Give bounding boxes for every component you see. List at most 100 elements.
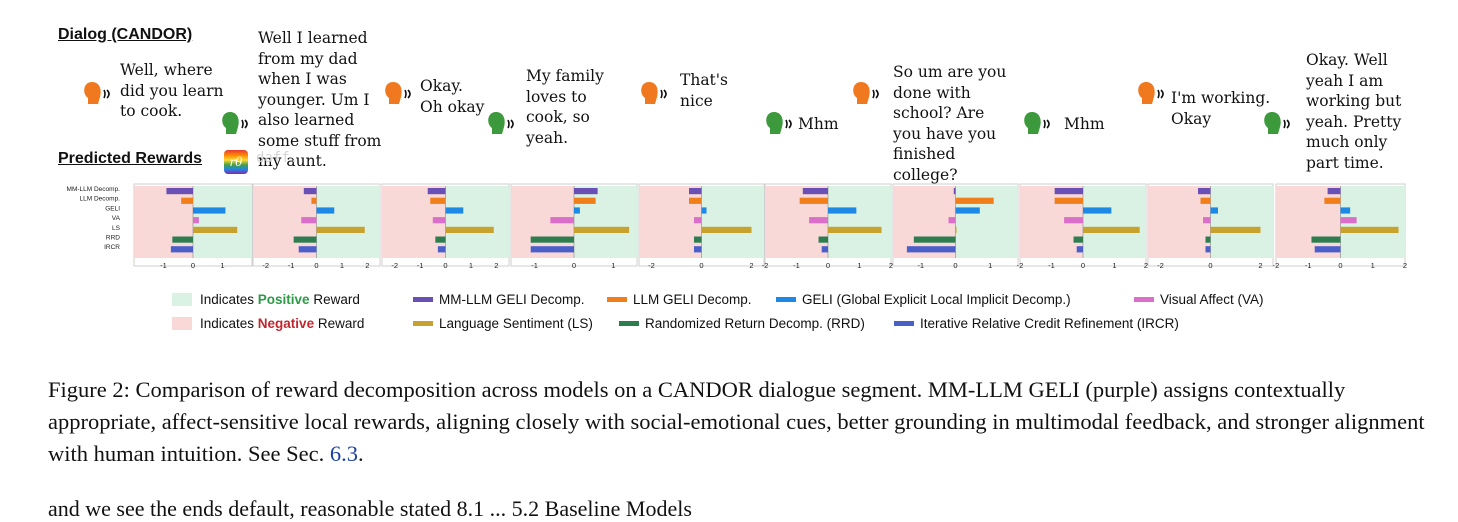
bar (809, 217, 828, 224)
positive-region (1210, 186, 1273, 258)
bar (1203, 217, 1211, 224)
utterance-text: Well I learned from my dad when I was yo… (258, 29, 382, 170)
bar (799, 197, 828, 204)
legend-negative: Indicates Negative Reward (172, 315, 364, 332)
bar (574, 188, 598, 195)
sound-wave (106, 89, 110, 99)
legend-swatch (413, 296, 433, 302)
bar (694, 246, 702, 253)
tick-label: -2 (1273, 261, 1280, 270)
bar (550, 217, 574, 224)
category-label: LS (112, 225, 121, 232)
sound-wave (404, 89, 407, 99)
speaker-icon (641, 82, 667, 104)
speaker-icon (1138, 82, 1164, 104)
legend-label: Randomized Return Decomp. (RRD) (645, 316, 865, 331)
bar (1083, 226, 1140, 233)
speaker-icon (222, 112, 248, 134)
dialog-heading: Dialog (CANDOR) (58, 26, 193, 43)
bar (1210, 226, 1261, 233)
tick-label: 1 (469, 261, 473, 270)
bar (1200, 197, 1211, 204)
positive-region (828, 186, 891, 258)
tick-label: 1 (1371, 261, 1375, 270)
bar (1205, 236, 1211, 243)
utterance-text: Okay. Oh okay (420, 77, 485, 116)
negative-swatch (172, 316, 192, 330)
bar (430, 197, 446, 204)
positive-region (316, 186, 380, 258)
reward-icon: rθ (224, 150, 248, 174)
section-ref-link[interactable]: 6.3 (329, 441, 358, 466)
legend-label: Language Sentiment (LS) (439, 316, 593, 331)
bar (821, 246, 828, 253)
sound-wave (872, 89, 875, 99)
bar (1076, 246, 1083, 253)
bar (172, 236, 193, 243)
bar (166, 188, 193, 195)
speaker-head (84, 82, 101, 104)
speaker-head (1138, 82, 1155, 104)
bar (1311, 236, 1341, 243)
bar (828, 207, 857, 214)
bar (316, 226, 365, 233)
tick-label: -2 (262, 261, 269, 270)
bar (316, 207, 335, 214)
sound-wave (663, 89, 667, 99)
speaker-head (641, 82, 658, 104)
tick-label: 1 (611, 261, 615, 270)
tick-label: 0 (699, 261, 703, 270)
cut-off-body-text: and we see the ends default, reasonable … (48, 496, 692, 521)
bar (193, 226, 238, 233)
utterance-text: Okay. Well yeah I am working but yeah. P… (1306, 51, 1402, 172)
bar (689, 188, 702, 195)
bar (530, 236, 574, 243)
legend-negative-suffix: Reward (314, 316, 365, 331)
bar (955, 197, 994, 204)
bar (1054, 188, 1083, 195)
category-label: LLM Decomp. (80, 196, 121, 203)
tick-label: 1 (340, 261, 344, 270)
sound-wave (103, 89, 106, 99)
positive-region (701, 186, 764, 258)
category-label: RRD (106, 235, 120, 242)
legend-positive-prefix: Indicates (200, 292, 258, 307)
bar (694, 236, 702, 243)
tick-label: -1 (1048, 261, 1055, 270)
utterance-text: My family loves to cook, so yeah. (526, 67, 604, 147)
legend-negative-prefix: Indicates (200, 316, 258, 331)
tick-label: 0 (314, 261, 318, 270)
tick-label: 0 (1081, 261, 1085, 270)
legend-swatch (413, 320, 433, 326)
positive-region (955, 186, 1018, 258)
predicted-rewards-heading: Predicted Rewards (58, 150, 203, 167)
tick-label: 1 (220, 261, 224, 270)
tick-label: -2 (762, 261, 769, 270)
bar (530, 246, 574, 253)
legend-geli: GELI (Global Explicit Local Implicit Dec… (776, 291, 1071, 308)
utterance-text: I'm working. Okay (1171, 89, 1271, 128)
legend-positive: Indicates Positive Reward (172, 291, 360, 308)
tick-label: -1 (793, 261, 800, 270)
bar (913, 236, 956, 243)
negative-region (893, 186, 956, 258)
bar (574, 226, 630, 233)
bar (906, 246, 956, 253)
bar (181, 197, 193, 204)
speaker-head (222, 112, 239, 134)
utterance-text: That's nice (680, 71, 729, 110)
legend-llm: LLM GELI Decomp. (607, 291, 752, 308)
tick-label: -2 (648, 261, 655, 270)
bar (193, 207, 226, 214)
sound-wave (407, 89, 411, 99)
tick-label: 0 (826, 261, 830, 270)
sound-wave (510, 119, 514, 129)
tick-label: 0 (572, 261, 576, 270)
bar (311, 197, 317, 204)
bar (574, 207, 580, 214)
utterance-text: Well, where did you learn to cook. (120, 61, 224, 120)
tick-label: -1 (417, 261, 424, 270)
legend-mm-llm: MM-LLM GELI Decomp. (413, 291, 585, 308)
speaker-head (488, 112, 505, 134)
legend-swatch (1134, 296, 1154, 302)
